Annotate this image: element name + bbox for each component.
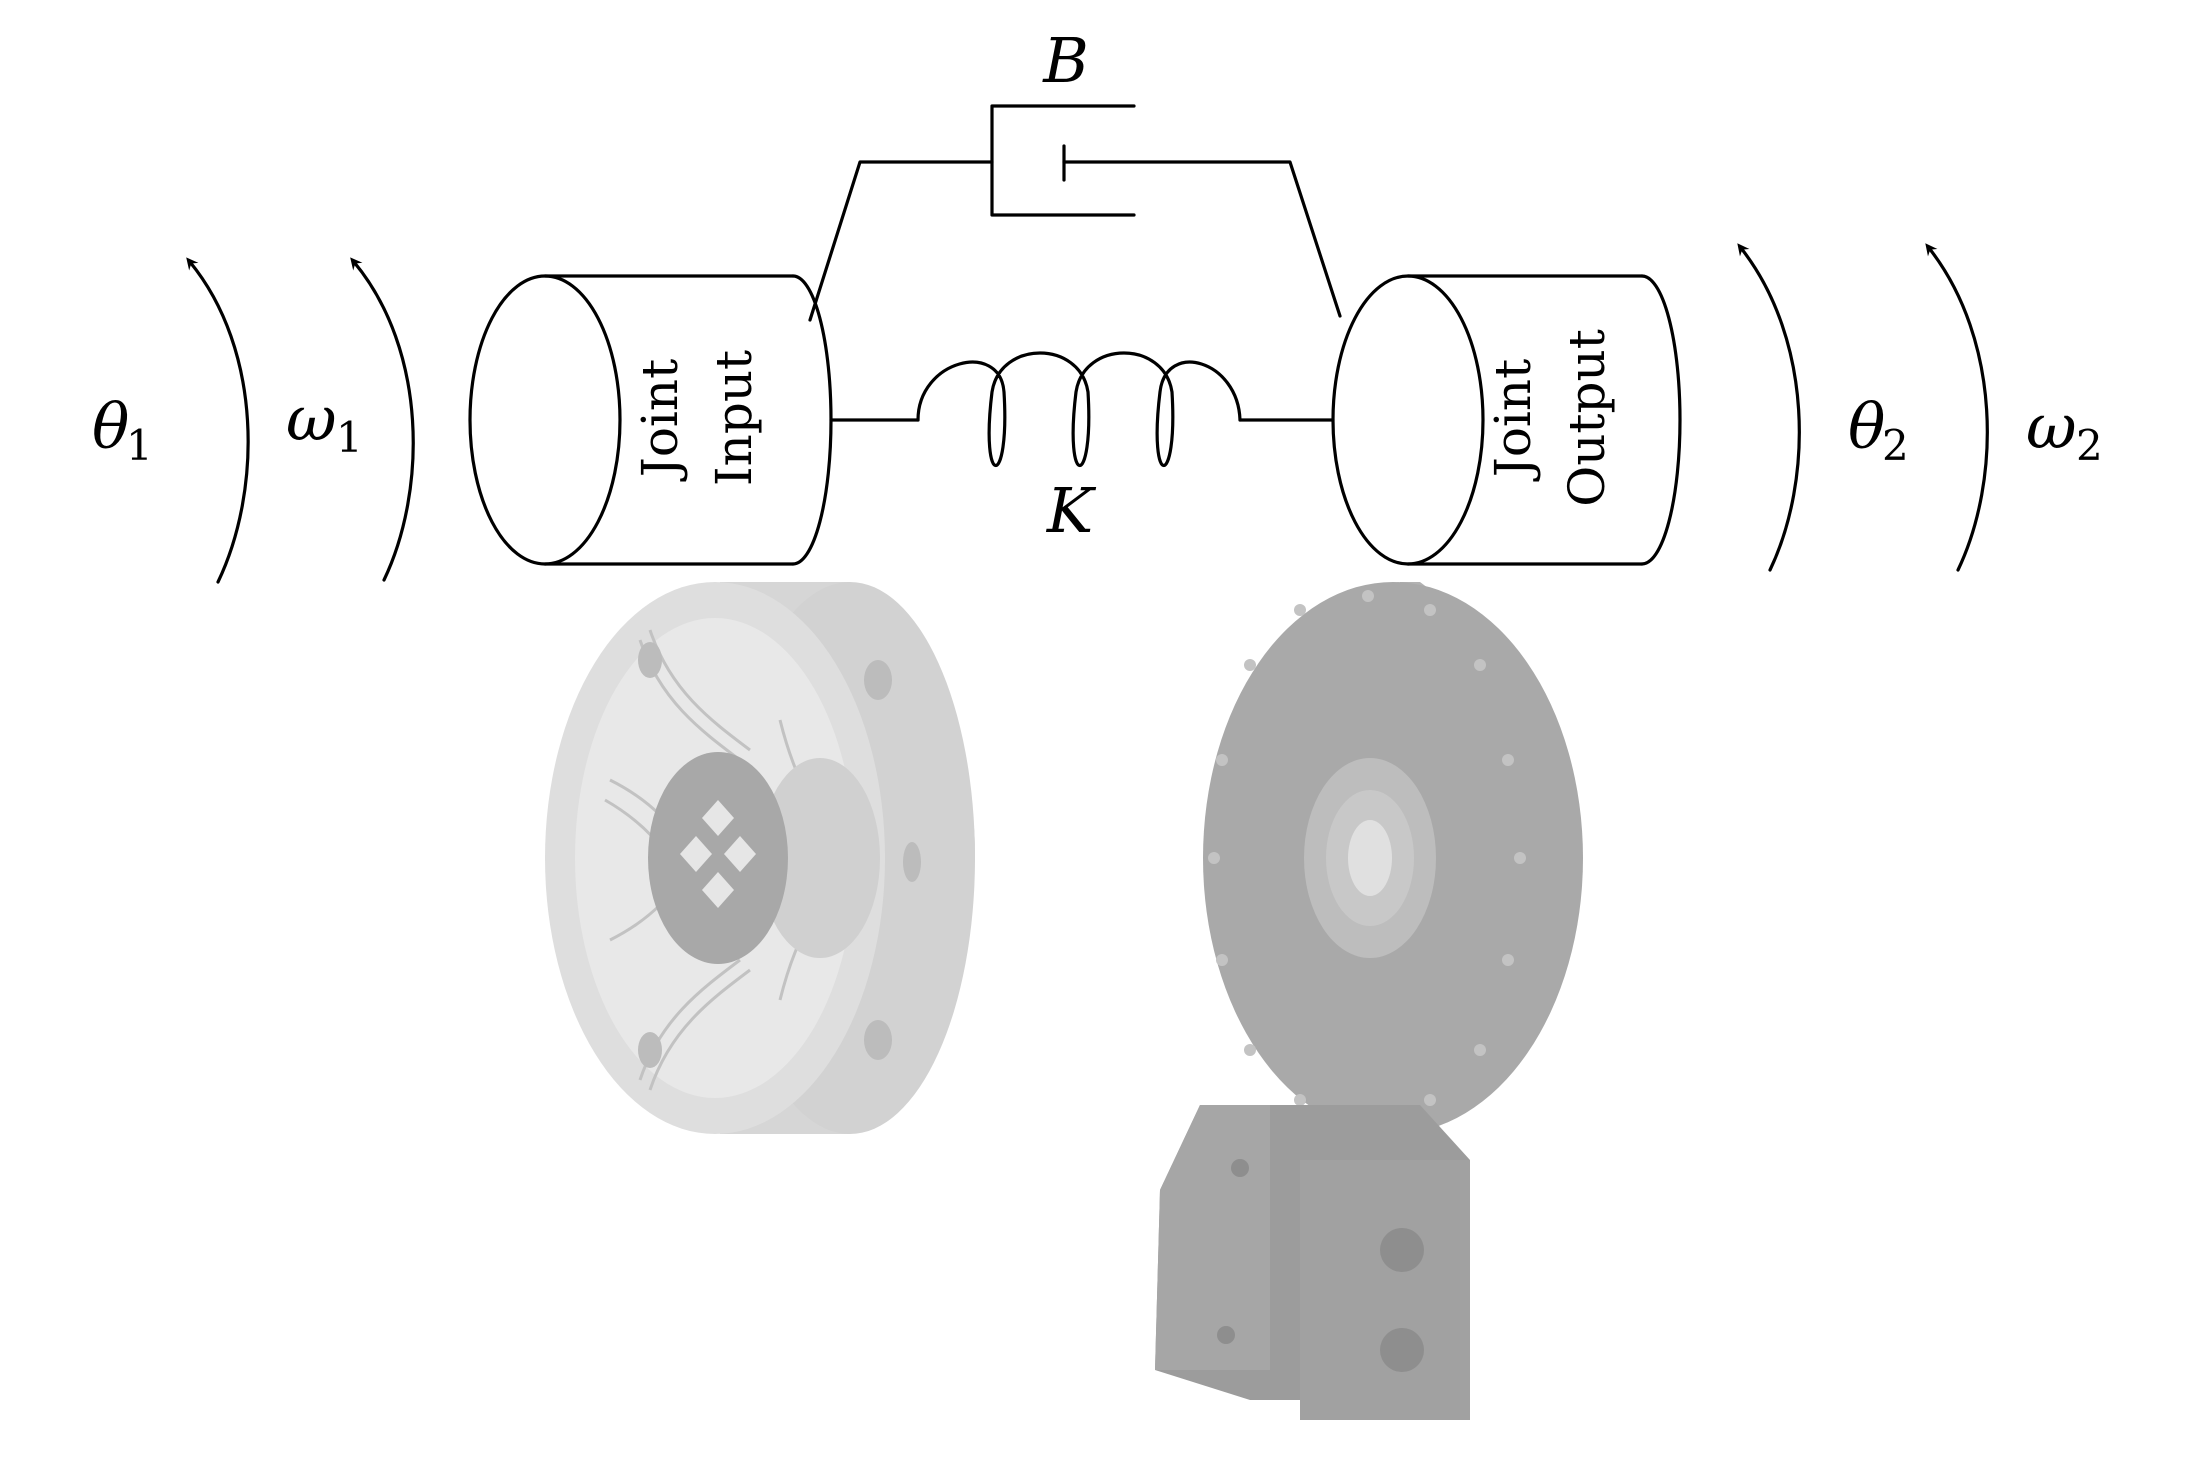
damper-element: B (808, 24, 1342, 322)
omega2-rotation-arrow (1925, 243, 1989, 572)
theta2-subscript: 2 (1882, 421, 1909, 470)
hub-diamond-pattern-icon (680, 800, 756, 908)
theta2-symbol: θ (1848, 390, 1885, 463)
bolt-hole-icons (638, 642, 921, 1068)
theta1-label: θ 1 (92, 390, 153, 470)
theta2-label: θ 2 (1848, 390, 1909, 470)
joint-output-label-line1: Joint (1484, 359, 1542, 482)
theta2-rotation-arrow (1737, 243, 1801, 572)
joint-output-label-line2: Output (1558, 329, 1616, 507)
omega1-rotation-arrow (350, 257, 415, 582)
omega2-symbol: ω (2026, 390, 2077, 463)
omega1-subscript: 1 (336, 413, 363, 462)
theta1-subscript: 1 (126, 421, 153, 470)
omega1-label: ω 1 (286, 382, 363, 462)
omega1-symbol: ω (286, 382, 337, 455)
theta1-symbol: θ (92, 390, 129, 463)
joint-input-label-line1: Joint (631, 359, 689, 482)
theta1-rotation-arrow (186, 257, 250, 584)
joint-output-cylinder: Joint Output (1331, 274, 1682, 566)
actuator-part (1155, 582, 1583, 1420)
face-bolt-icons (1208, 590, 1526, 1122)
spring-label: K (1046, 474, 1097, 547)
joint-input-label-line2: Input (705, 350, 763, 486)
joint-input-cylinder: Joint Input (468, 274, 833, 566)
mount-hole-icons (1217, 1159, 1424, 1372)
damper-label: B (1042, 24, 1089, 97)
omega2-label: ω 2 (2026, 390, 2103, 470)
omega2-subscript: 2 (2076, 421, 2103, 470)
spring-disc-part (545, 582, 975, 1134)
spring-element: K (829, 351, 1335, 547)
